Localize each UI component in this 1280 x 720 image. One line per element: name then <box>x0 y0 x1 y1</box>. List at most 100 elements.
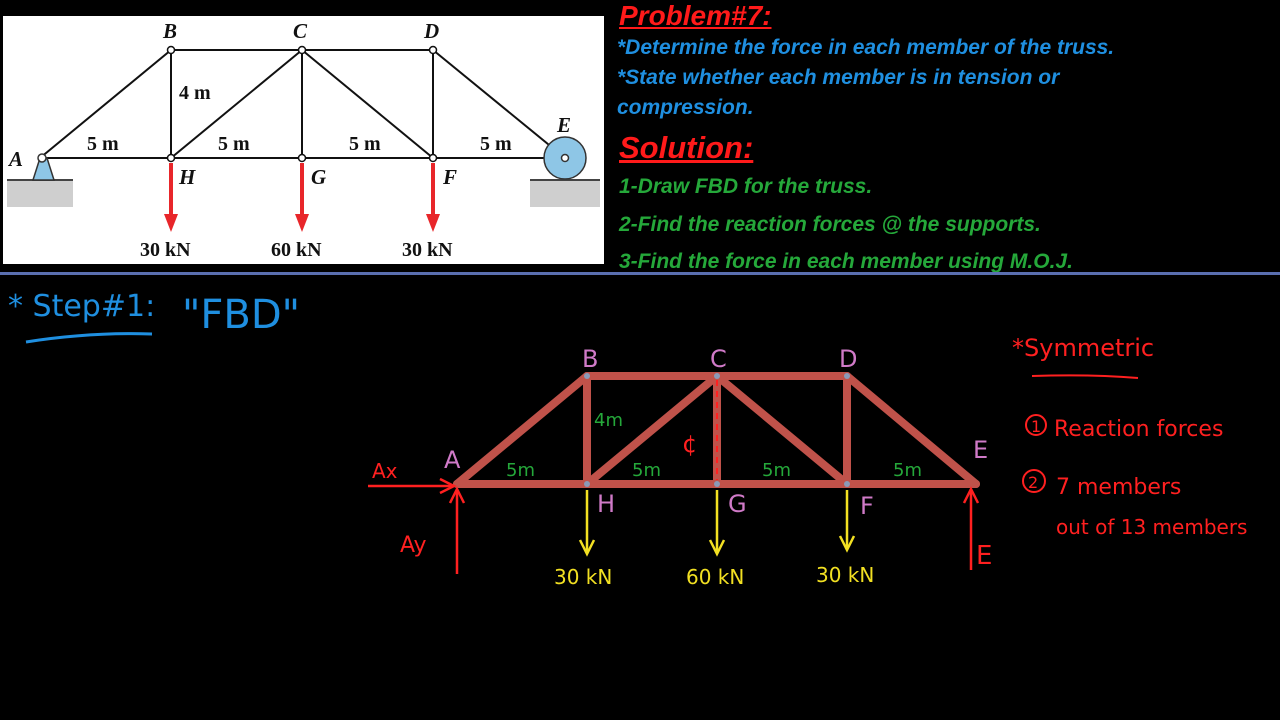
ground-a <box>7 179 73 207</box>
fbd-label-b: B <box>582 345 598 373</box>
joint-g <box>297 153 307 163</box>
joint-f <box>428 153 438 163</box>
fbd-member-ab <box>453 372 591 488</box>
fbd-dimension-labels: 4m 5m 5m 5m 5m <box>506 410 922 481</box>
joint-label-e: E <box>556 113 571 137</box>
load-arrowhead-h <box>164 214 178 232</box>
note-reaction-forces: Reaction forces <box>1054 417 1223 442</box>
load-label-f: 30 kN <box>402 239 453 261</box>
ground-e <box>530 179 600 207</box>
joint-h <box>166 153 176 163</box>
solution-step-2: 2-Find the reaction forces @ the support… <box>619 213 1041 236</box>
note-item-1-circle <box>1025 414 1047 436</box>
joint-label-b: B <box>162 19 177 43</box>
fbd-joint-h <box>584 481 590 487</box>
joint-label-c: C <box>293 19 308 43</box>
fbd-load-label-f: 30 kN <box>816 563 874 587</box>
note-item-2-number: 2 <box>1028 473 1038 492</box>
roller-pin <box>560 153 570 163</box>
problem-title: Problem#7: <box>619 0 772 31</box>
dim-hg: 5 m <box>218 133 250 155</box>
pin-icon <box>37 153 47 163</box>
fbd-label-f: F <box>860 492 874 520</box>
truss-figure: A B C D E F G H 4 m 5 m 5 m 5 m 5 m 30 k… <box>7 19 600 261</box>
fbd-label-d: D <box>839 345 857 373</box>
step-heading: * Step#1: <box>8 289 155 324</box>
note-item-1-number: 1 <box>1031 417 1041 436</box>
fbd-truss-members <box>453 372 980 488</box>
note-symmetric: *Symmetric <box>1012 334 1154 362</box>
reaction-ax-arrowhead <box>439 477 457 495</box>
pin-body <box>31 157 56 181</box>
member-hc <box>170 49 303 159</box>
pin-support-a <box>7 153 73 207</box>
solution-step-3: 3-Find the force in each member using M.… <box>619 250 1073 273</box>
dim-bh: 4 m <box>179 82 211 104</box>
fbd-label-h: H <box>597 490 615 518</box>
reaction-ay-label: Ay <box>400 533 427 558</box>
load-arrowhead-f <box>426 214 440 232</box>
fbd-member-de <box>843 372 980 488</box>
fbd-dim-bh: 4m <box>594 410 623 431</box>
dim-fe: 5 m <box>480 133 512 155</box>
joint-label-h: H <box>178 165 196 189</box>
joint-label-a: A <box>7 147 23 171</box>
roller-support-e <box>530 136 600 207</box>
reaction-e-arrowhead <box>962 486 980 504</box>
fbd-joint-b <box>584 373 590 379</box>
note-members-count: 7 members <box>1056 475 1181 500</box>
truss-joints <box>166 45 438 163</box>
problem-line-1: *Determine the force in each member of t… <box>617 36 1115 59</box>
problem-figure: A B C D E F G H 4 m 5 m 5 m 5 m 5 m 30 k… <box>3 16 604 264</box>
fbd-label-a: A <box>444 446 461 474</box>
dim-gf: 5 m <box>349 133 381 155</box>
fbd-joint-g <box>714 481 720 487</box>
fbd-load-label-g: 60 kN <box>686 565 744 589</box>
centerline-mark: ¢ <box>682 430 697 458</box>
fbd-dim-gf: 5m <box>762 460 791 481</box>
reaction-ay-arrowhead <box>448 486 466 504</box>
note-symmetric-underline <box>1031 374 1139 379</box>
fbd-label-e: E <box>973 436 988 464</box>
fbd-load-arrowhead-g <box>708 539 726 557</box>
fbd-load-label-h: 30 kN <box>554 565 612 589</box>
fbd-loads <box>578 490 856 557</box>
member-de <box>432 49 566 159</box>
fbd-member-cf <box>713 372 851 488</box>
fbd-member-hc <box>583 372 721 488</box>
problem-line-3: compression. <box>617 96 754 119</box>
joint-c <box>297 45 307 55</box>
fbd-joint-labels: A B C D E F G H <box>444 345 988 520</box>
fbd-load-arrowhead-h <box>578 539 596 557</box>
dim-ah: 5 m <box>87 133 119 155</box>
problem-line-2: *State whether each member is in tension… <box>617 66 1060 89</box>
note-members-total: out of 13 members <box>1056 515 1247 539</box>
joint-d <box>428 45 438 55</box>
solution-step-1: 1-Draw FBD for the truss. <box>619 175 873 198</box>
load-label-g: 60 kN <box>271 239 322 261</box>
note-item-2-circle <box>1022 469 1046 493</box>
fbd-joint-c <box>714 373 720 379</box>
joint-label-g: G <box>311 165 326 189</box>
fbd-dim-fe: 5m <box>893 460 922 481</box>
heading-underline <box>25 332 153 344</box>
joint-label-f: F <box>442 165 457 189</box>
fbd-joint-f <box>844 481 850 487</box>
fbd-dim-hg: 5m <box>632 460 661 481</box>
side-notes: *Symmetric 1 Reaction forces 2 7 members… <box>1012 334 1247 539</box>
member-ab <box>39 49 172 159</box>
solution-title: Solution: <box>619 130 754 165</box>
fbd-reaction-labels: Ax Ay E <box>372 459 992 571</box>
load-label-h: 30 kN <box>140 239 191 261</box>
load-arrowhead-g <box>295 214 309 232</box>
fbd-reactions <box>368 477 980 574</box>
fbd-label-g: G <box>728 490 747 518</box>
fbd-load-labels: 30 kN 60 kN 30 kN <box>554 563 874 589</box>
reaction-e-label: E <box>976 541 992 571</box>
fbd-dim-ah: 5m <box>506 460 535 481</box>
member-cf <box>301 49 434 159</box>
section-divider <box>0 272 1280 275</box>
joint-label-d: D <box>423 19 439 43</box>
fbd-joints <box>584 373 850 487</box>
reaction-ax-label: Ax <box>372 459 398 483</box>
